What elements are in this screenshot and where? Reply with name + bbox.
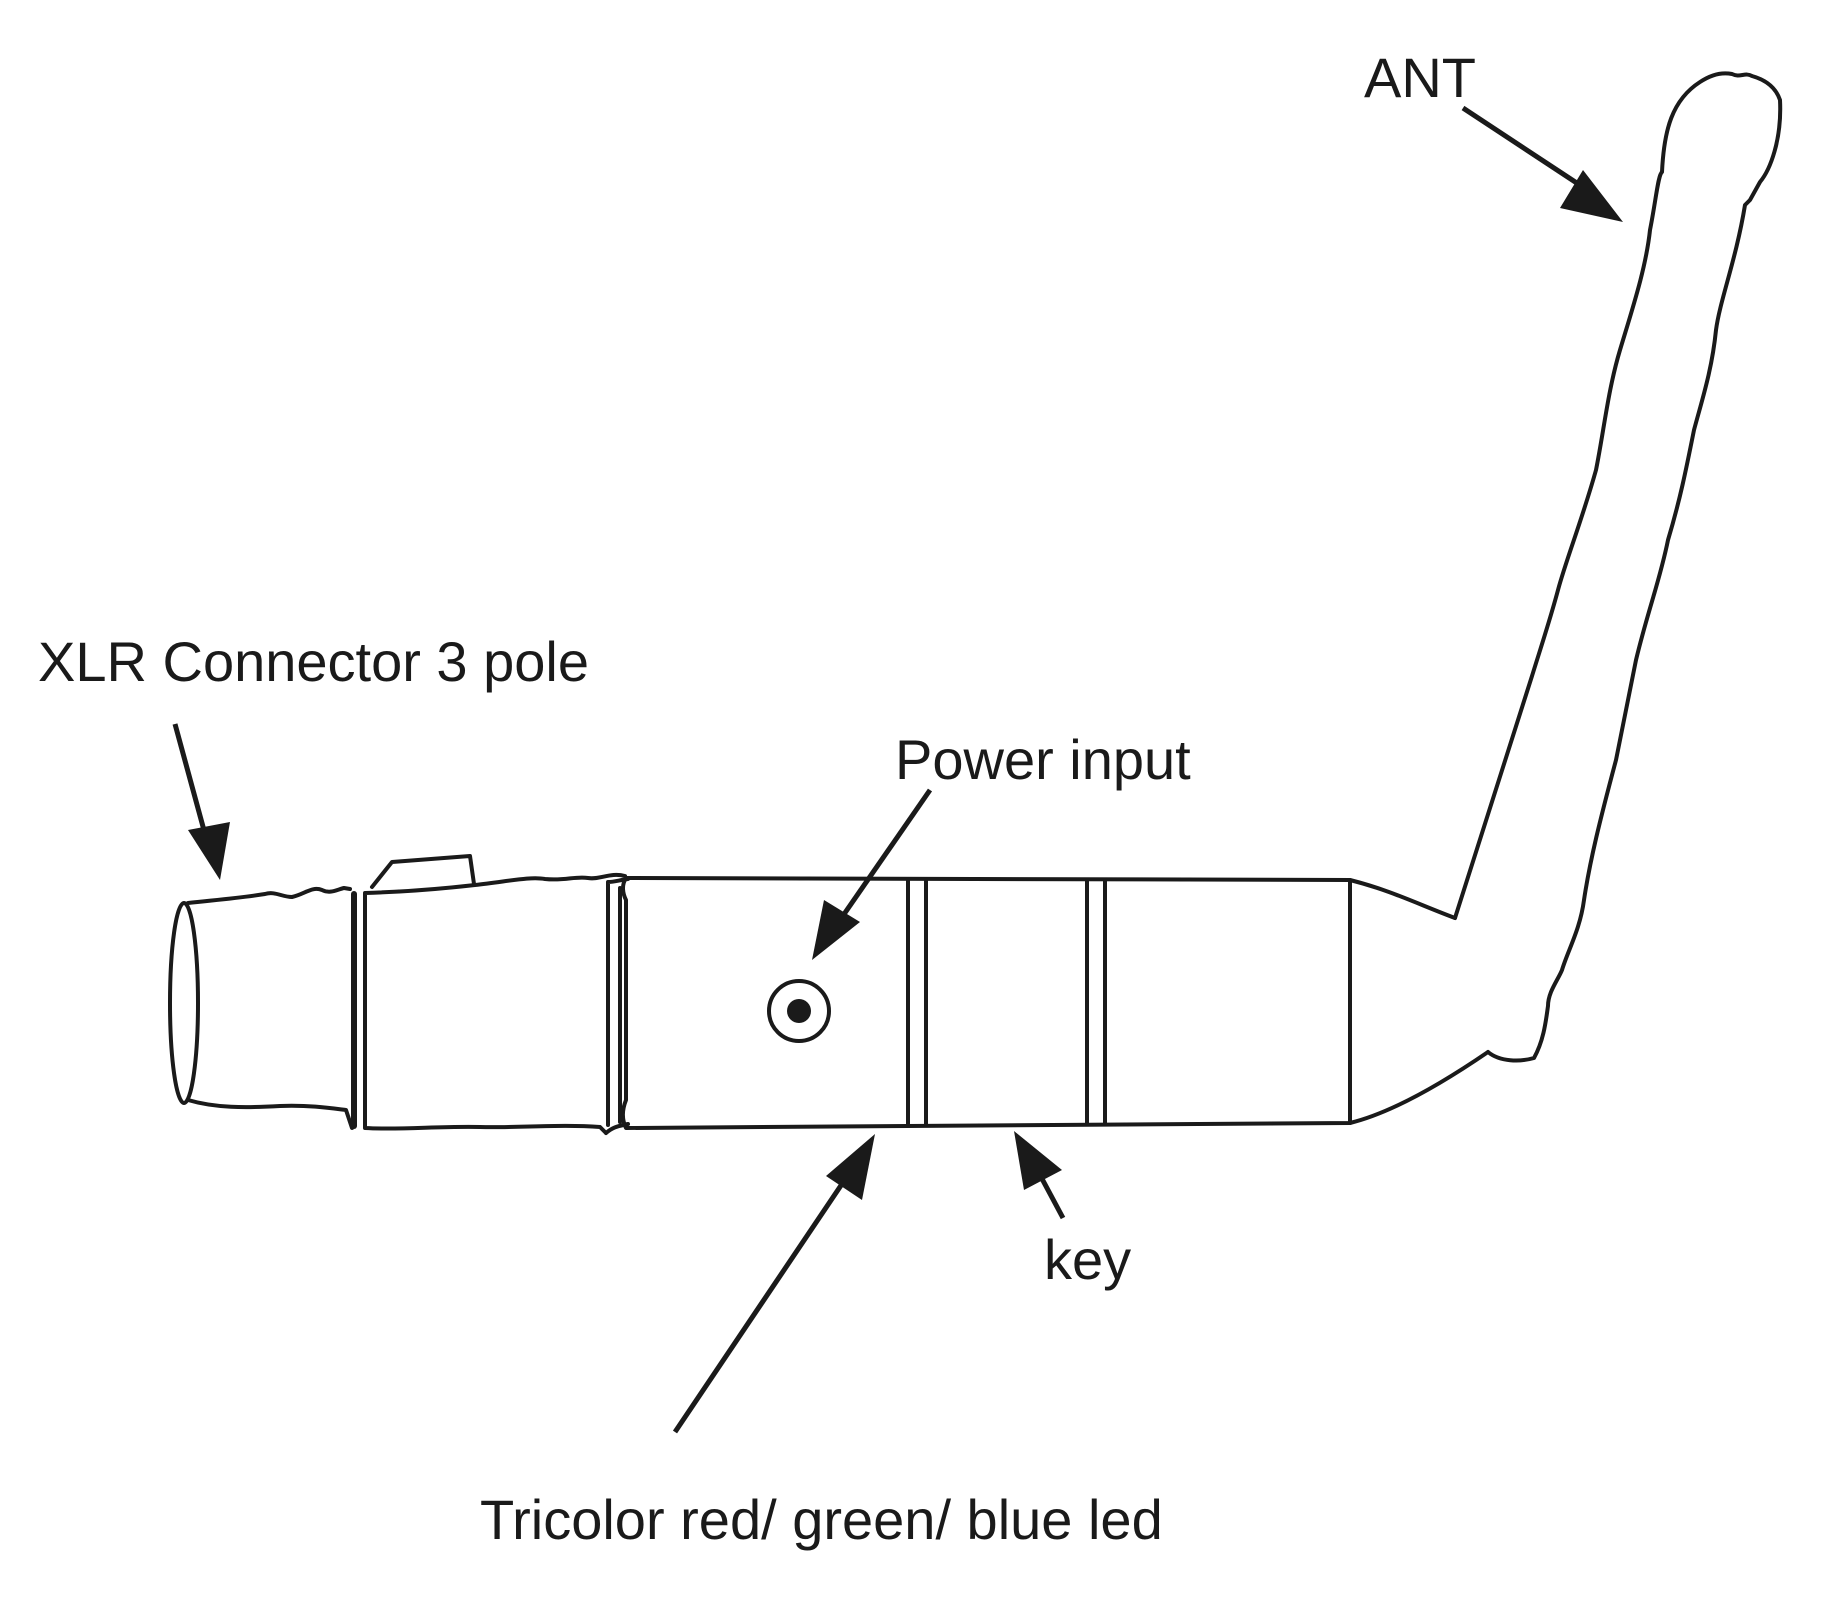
housing-groove-1 [906, 878, 928, 1127]
led-arrow-line [672, 1173, 851, 1434]
main-housing [621, 876, 1352, 1130]
housing-groove-2 [1085, 878, 1107, 1126]
xlr-arrow-line [172, 723, 211, 846]
ant-arrow-line [1461, 105, 1597, 198]
power-input-jack [767, 979, 831, 1043]
key-arrow-head [1014, 1131, 1062, 1190]
antenna-label: ANT [1364, 46, 1476, 109]
key-arrow-line [1037, 1173, 1066, 1220]
xlr-arrow-head [188, 822, 230, 880]
connector-neck [604, 877, 630, 1135]
power-input-label: Power input [895, 728, 1191, 791]
xlr-latch-section [363, 872, 627, 1135]
xlr-connector-barrel [186, 886, 354, 1130]
antenna [1453, 71, 1783, 1063]
device-body [168, 854, 1490, 1135]
power-input-pin [787, 999, 811, 1023]
callout-arrows [172, 105, 1623, 1434]
xlr-latch-tab [370, 854, 476, 889]
key-label: key [1044, 1228, 1131, 1291]
power-arrow-line [837, 788, 933, 922]
xlr-connector-end [168, 901, 200, 1105]
ant-arrow-head [1560, 170, 1623, 222]
tricolor-led-label: Tricolor red/ green/ blue led [480, 1488, 1163, 1551]
housing-end-cap [1348, 878, 1490, 1125]
power-arrow-head [812, 900, 860, 960]
led-arrow-head [826, 1134, 875, 1200]
xlr-connector-label: XLR Connector 3 pole [38, 630, 589, 693]
